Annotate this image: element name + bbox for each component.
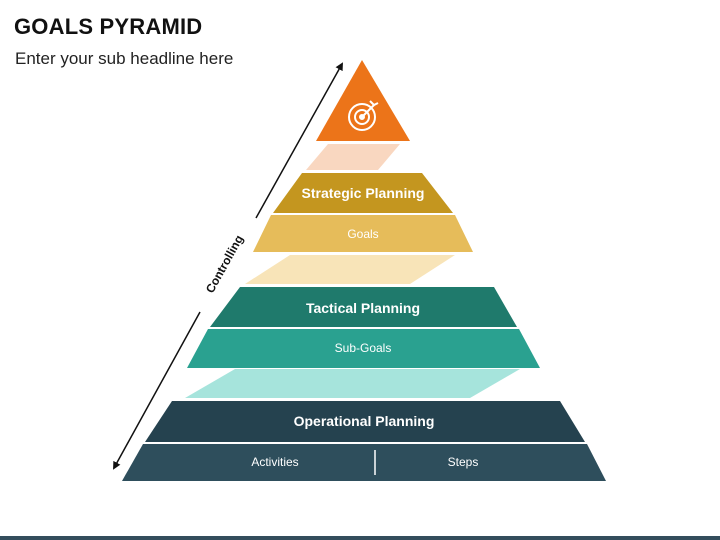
footer-bar (0, 536, 720, 540)
tactical-header-band (210, 287, 517, 327)
sub-goals-label: Sub-Goals (335, 341, 392, 355)
apex-triangle (316, 60, 410, 141)
strategic-planning-label: Strategic Planning (302, 185, 425, 201)
strategic-header-band (273, 173, 453, 213)
goals-label: Goals (347, 227, 378, 241)
operational-header-band (145, 401, 585, 442)
connector-bottom (185, 369, 520, 398)
controlling-arrow-down (113, 311, 201, 470)
activities-label: Activities (251, 455, 298, 469)
operational-planning-label: Operational Planning (294, 413, 435, 429)
tactical-planning-label: Tactical Planning (306, 300, 420, 316)
tactical-body-band (187, 329, 540, 368)
controlling-arrow-up (255, 62, 343, 219)
connector-top (306, 144, 400, 170)
steps-label: Steps (448, 455, 479, 469)
controlling-label: Controlling (203, 233, 246, 296)
strategic-body-band (253, 215, 473, 252)
page-subtitle: Enter your sub headline here (15, 49, 234, 68)
page-title: GOALS PYRAMID (14, 14, 203, 39)
target-arrow-icon (348, 100, 379, 131)
operational-body-band (122, 444, 606, 481)
connector-middle (245, 255, 455, 284)
